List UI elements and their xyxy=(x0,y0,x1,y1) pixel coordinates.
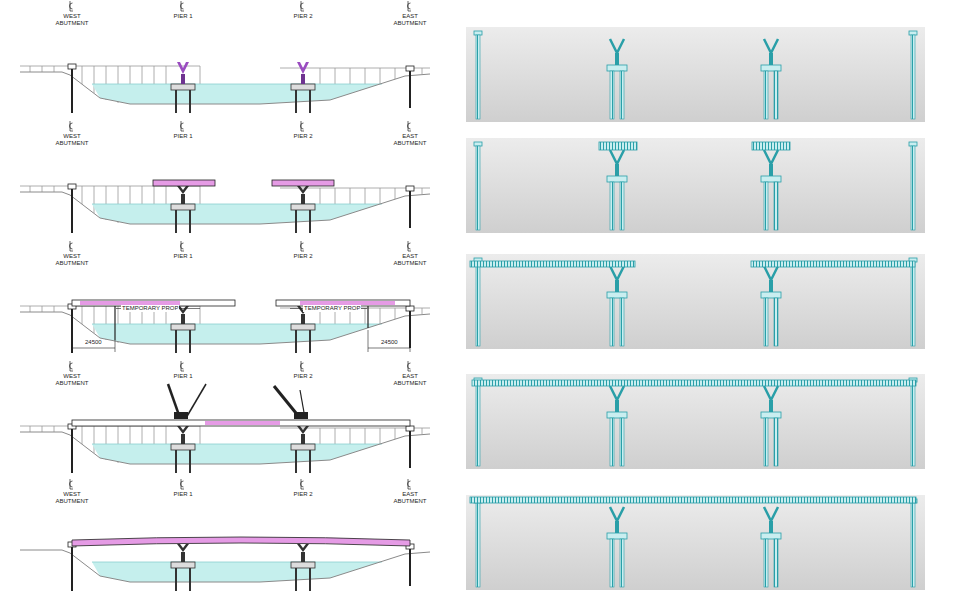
prop-label: TEMPORARY PROP xyxy=(121,305,179,312)
pier-label: PIER 1 xyxy=(168,133,198,140)
pier-label: PIER 1 xyxy=(168,491,198,498)
pier-label: PIER 2 xyxy=(288,373,318,380)
pier-label: PIER 2 xyxy=(288,13,318,20)
abutment-label: WEST ABUTMENT xyxy=(54,491,90,505)
abutment-label: EAST ABUTMENT xyxy=(392,133,428,147)
abutment-label: WEST ABUTMENT xyxy=(54,253,90,267)
dimension-label: 24500 xyxy=(84,339,103,346)
abutment-label: EAST ABUTMENT xyxy=(392,253,428,267)
abutment-label: WEST ABUTMENT xyxy=(54,373,90,387)
pier-label: PIER 2 xyxy=(288,491,318,498)
pier-label: PIER 1 xyxy=(168,13,198,20)
pier-label: PIER 2 xyxy=(288,253,318,260)
abutment-label: EAST ABUTMENT xyxy=(392,13,428,27)
pier-label: PIER 1 xyxy=(168,253,198,260)
pier-label: PIER 2 xyxy=(288,133,318,140)
abutment-label: WEST ABUTMENT xyxy=(54,133,90,147)
abutment-label: EAST ABUTMENT xyxy=(392,373,428,387)
abutment-label: WEST ABUTMENT xyxy=(54,13,90,27)
prop-label: TEMPORARY PROP xyxy=(303,305,361,312)
dimension-label: 24500 xyxy=(380,339,399,346)
pier-label: PIER 1 xyxy=(168,373,198,380)
abutment-label: EAST ABUTMENT xyxy=(392,491,428,505)
